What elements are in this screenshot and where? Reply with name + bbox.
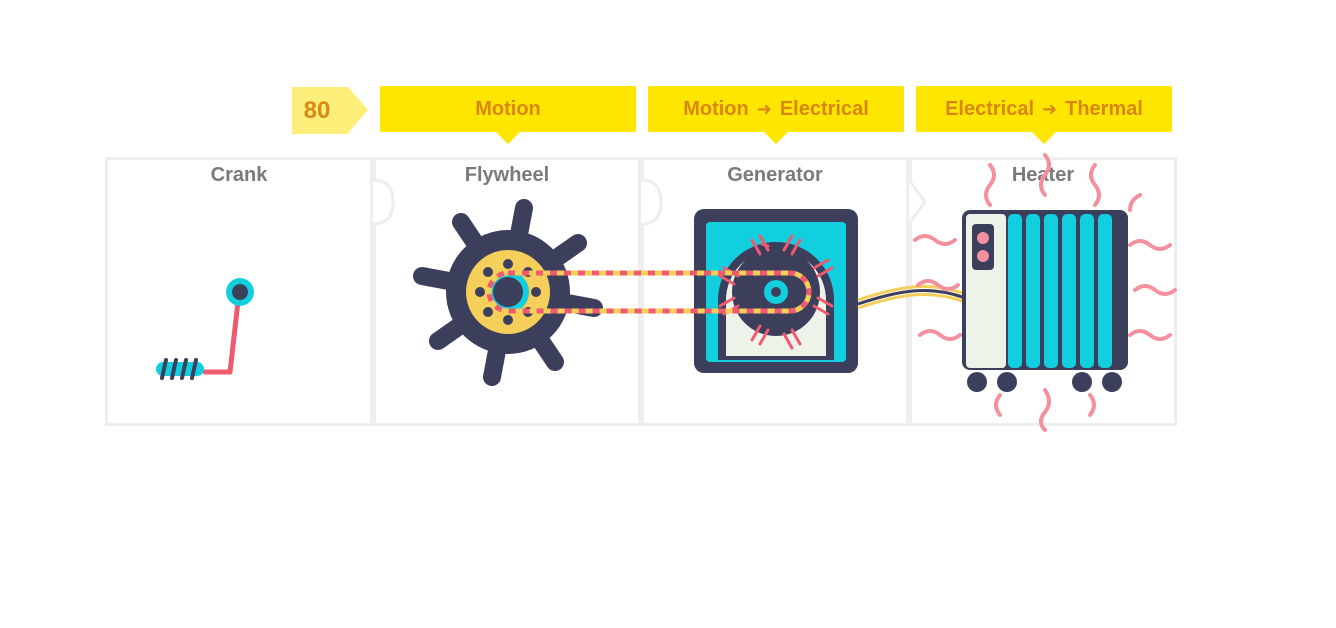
energy-value: 80 bbox=[303, 96, 331, 124]
conversion-from: Electrical bbox=[945, 97, 1035, 120]
arrow-right-icon: ➜ bbox=[1042, 98, 1058, 119]
machine-label: Flywheel bbox=[464, 164, 550, 186]
arrow-right-icon: ➜ bbox=[756, 98, 772, 119]
conversion-from: Motion bbox=[475, 97, 541, 120]
conversion-to: Electrical bbox=[779, 97, 869, 120]
machine-slot-heater[interactable]: Heater bbox=[909, 157, 1177, 426]
conversion-from: Motion bbox=[683, 97, 749, 120]
machine-slot-flywheel[interactable]: Flywheel bbox=[373, 157, 641, 426]
conversion-to: Thermal bbox=[1065, 97, 1143, 120]
machine-label: Crank bbox=[210, 164, 268, 186]
conversion-banner-generator: Motion ➜ Electrical bbox=[648, 86, 904, 144]
machine-slot-crank[interactable]: Crank bbox=[105, 157, 373, 426]
machine-label: Generator bbox=[727, 164, 823, 186]
energy-value-badge: 80 bbox=[292, 87, 368, 134]
machine-label: Heater bbox=[1011, 164, 1075, 186]
machine-slot-generator[interactable]: Generator bbox=[641, 157, 909, 426]
conversion-banner-flywheel: Motion bbox=[380, 86, 636, 144]
conversion-banner-heater: Electrical ➜ Thermal bbox=[916, 86, 1172, 144]
